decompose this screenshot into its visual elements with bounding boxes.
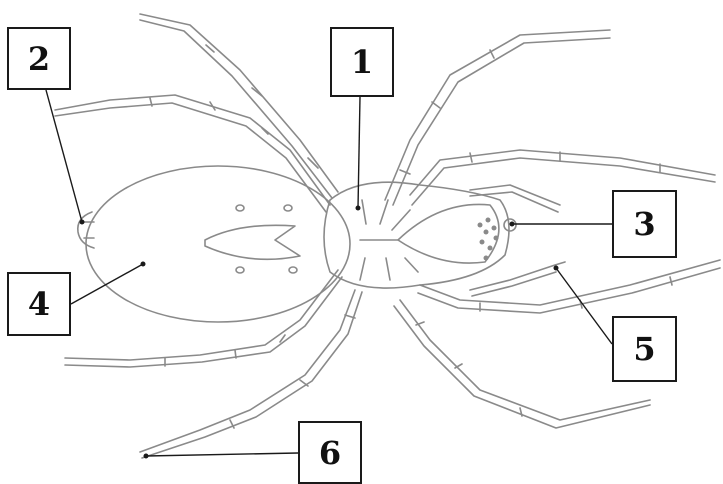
leg-1-left — [140, 14, 338, 198]
leader-lines — [46, 90, 612, 456]
abdomen-drawing — [86, 166, 350, 322]
label-4-text: 4 — [28, 285, 50, 323]
leader-6 — [146, 453, 298, 456]
label-1-text: 1 — [351, 43, 373, 81]
leader-4 — [71, 264, 143, 304]
leader-5 — [556, 268, 612, 344]
label-box-4: 4 — [7, 272, 71, 336]
eye-cluster — [478, 218, 499, 261]
label-box-3: 3 — [612, 190, 677, 258]
point-1 — [356, 206, 361, 211]
label-box-1: 1 — [330, 27, 394, 97]
label-box-6: 6 — [298, 421, 362, 484]
label-3-text: 3 — [633, 205, 655, 243]
leader-2 — [46, 90, 82, 222]
leg-1-right — [385, 30, 610, 205]
point-6 — [144, 454, 149, 459]
label-5-text: 5 — [633, 330, 655, 368]
label-box-2: 2 — [7, 27, 71, 90]
label-6-text: 6 — [319, 434, 341, 472]
label-2-text: 2 — [28, 40, 50, 78]
leader-1 — [358, 97, 360, 208]
point-4 — [141, 262, 146, 267]
label-box-5: 5 — [612, 316, 677, 382]
point-3 — [510, 222, 515, 227]
cephalothorax-drawing — [324, 182, 509, 288]
point-5 — [554, 266, 559, 271]
point-2 — [80, 220, 85, 225]
palps — [470, 185, 565, 296]
leg-2-left — [55, 95, 330, 212]
